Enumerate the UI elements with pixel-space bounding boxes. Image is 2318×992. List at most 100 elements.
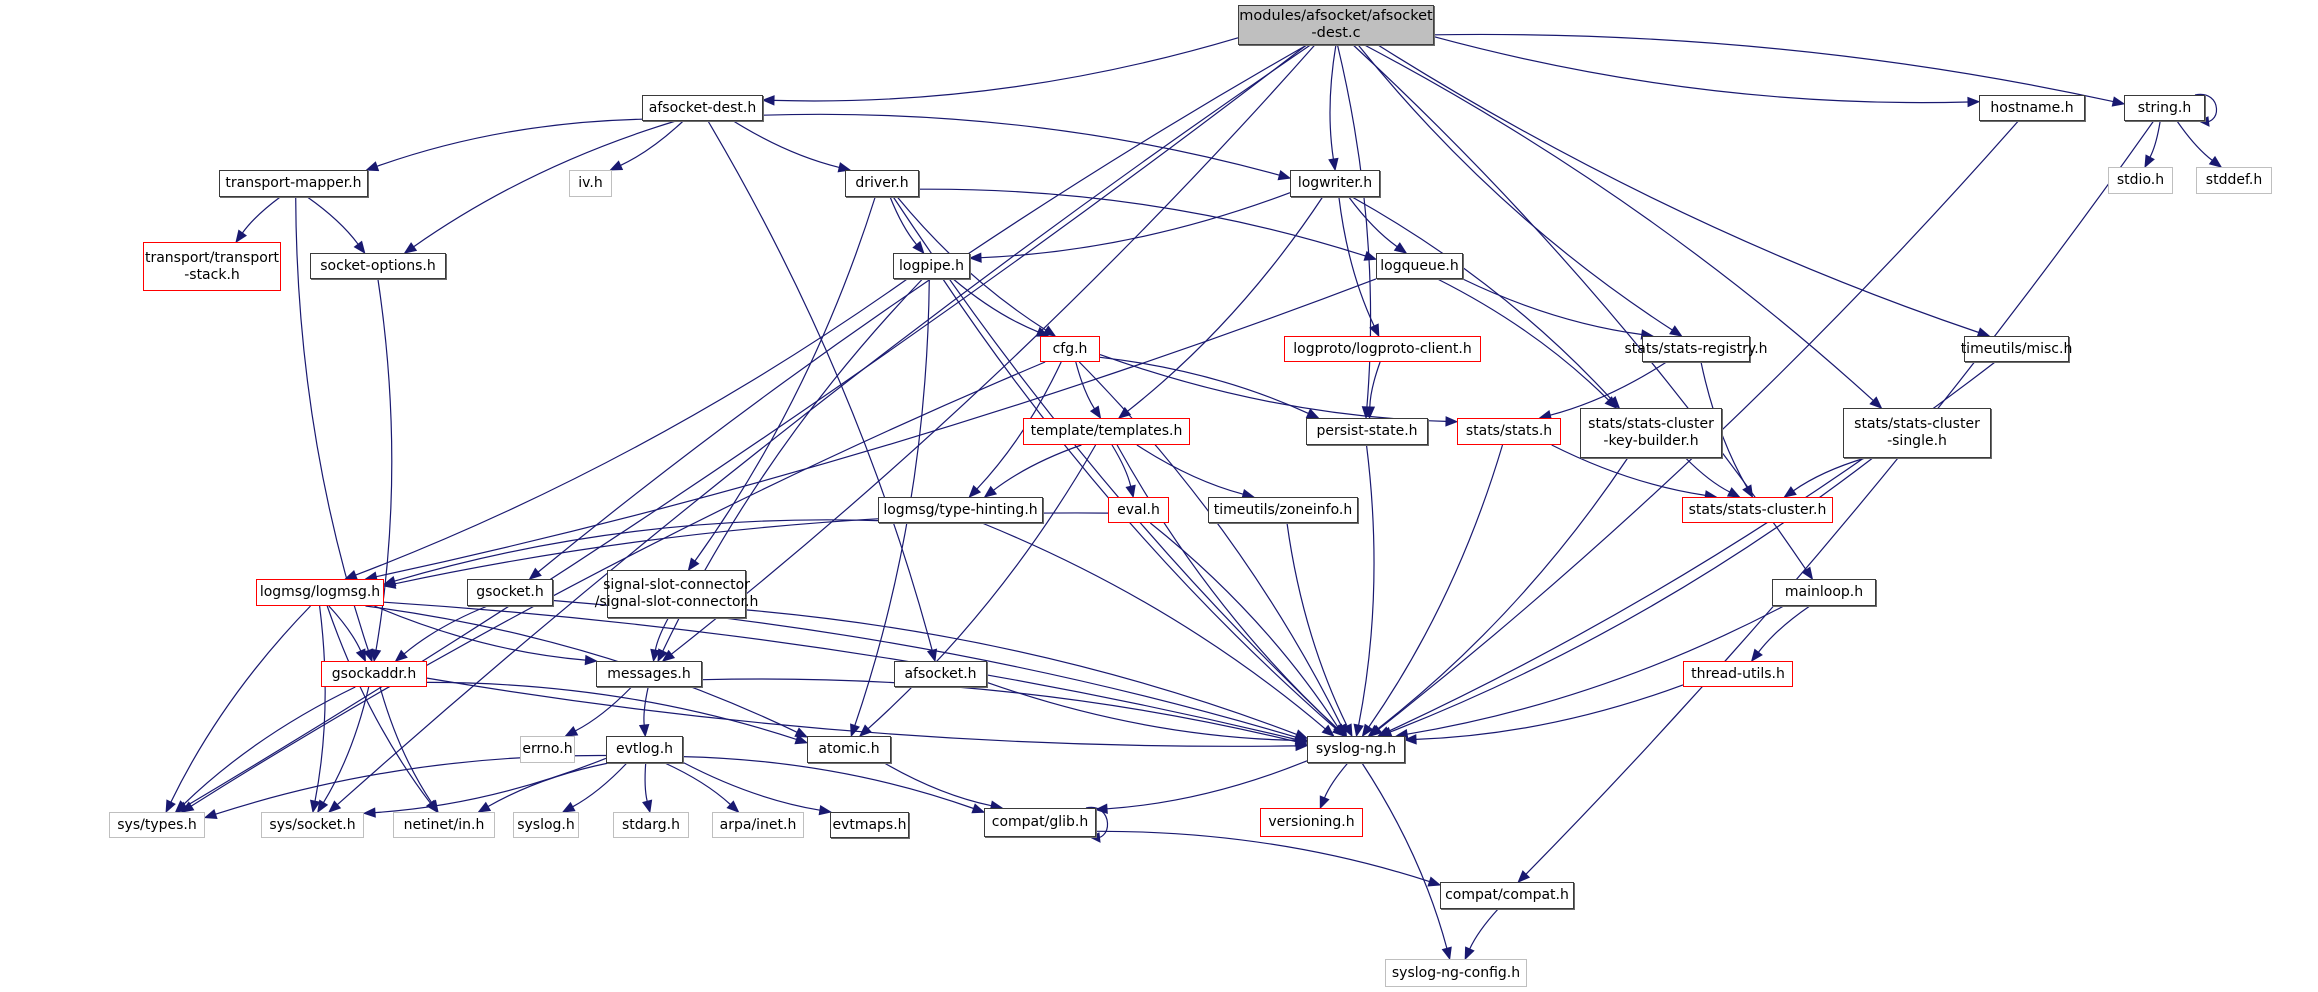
edge-root-to-logwriter_h [1328, 44, 1339, 172]
node-sys-socket-h: sys/socket.h [261, 812, 364, 838]
node-hostname-h[interactable]: hostname.h [1979, 95, 2085, 121]
node-stats-h[interactable]: stats/stats.h [1457, 418, 1561, 445]
edge-gsockaddr_h-to-netinet_in_h [379, 686, 439, 814]
node-logwriter-h[interactable]: logwriter.h [1290, 170, 1380, 197]
edge-evtlog_h-to-arpa_inet_h [664, 762, 740, 813]
node-evtlog-h[interactable]: evtlog.h [606, 736, 683, 763]
node-atomic-h[interactable]: atomic.h [807, 736, 891, 763]
node-stats-cluster-key-builder-h[interactable]: stats/stats-cluster -key-builder.h [1580, 408, 1722, 458]
node-iv-h: iv.h [569, 170, 612, 197]
edge-messages_h-to-syslog_ng_h [701, 678, 1309, 747]
node-logmsg-h[interactable]: logmsg/logmsg.h [256, 579, 384, 606]
node-afsocket-dest-h[interactable]: afsocket-dest.h [642, 95, 763, 121]
edge-logpipe_h-to-logmsg_h [344, 278, 908, 580]
edge-logmsg_h-to-sys_socket_h [309, 605, 326, 814]
node-arpa-inet-h: arpa/inet.h [712, 812, 804, 838]
edge-string_h-to-stddef_h [2176, 120, 2223, 168]
node-gsockaddr-h[interactable]: gsockaddr.h [321, 661, 427, 687]
node-thread-utils-h[interactable]: thread-utils.h [1683, 661, 1793, 687]
edge-afsocket_dest_h-to-iv_h [609, 120, 684, 171]
edge-gsockaddr_h-to-sys_socket_h [317, 686, 370, 814]
node-syslog-ng-h[interactable]: syslog-ng.h [1307, 736, 1405, 763]
edge-afsocket_h-to-syslog_ng_h [986, 681, 1309, 746]
edge-root-to-stats_cluster_single_h [1364, 44, 1883, 409]
edge-root-to-hostname_h [1433, 36, 1981, 108]
edge-logwriter_h-to-templates_h [1117, 196, 1324, 419]
node-socket-options-h[interactable]: socket-options.h [310, 253, 446, 279]
node-messages-h[interactable]: messages.h [596, 661, 702, 687]
node-logqueue-h[interactable]: logqueue.h [1376, 253, 1463, 279]
edge-logmsg_h-to-gsockaddr_h [328, 605, 366, 663]
edge-string_h-to-compat_compat_h [1517, 120, 2155, 883]
node-stddef-h: stddef.h [2196, 167, 2272, 194]
edge-templates_h-to-type_hinting_h [983, 444, 1082, 498]
edge-driver_h-to-logpipe_h [889, 196, 925, 255]
node-compat-compat-h[interactable]: compat/compat.h [1440, 882, 1574, 909]
node-stats-cluster-h[interactable]: stats/stats-cluster.h [1682, 497, 1833, 523]
edge-evtlog_h-to-stdarg_h [642, 762, 653, 814]
edge-gsocket_h-to-gsockaddr_h [394, 605, 488, 662]
node-logproto-client-h[interactable]: logproto/logproto-client.h [1284, 336, 1481, 362]
edge-root-to-messages_h [661, 44, 1316, 662]
node-mainloop-h[interactable]: mainloop.h [1772, 579, 1876, 606]
edge-evtlog_h-to-sys_socket_h [362, 757, 607, 818]
edge-signal_slot_connector_h-to-syslog_ng_h [745, 609, 1309, 740]
edge-afsocket_dest_h-to-logwriter_h [762, 113, 1292, 181]
node-string-h[interactable]: string.h [2124, 95, 2205, 121]
edge-messages_h-to-errno_h [564, 686, 632, 737]
node-netinet-in-h: netinet/in.h [393, 812, 495, 838]
node-transport-stack-h[interactable]: transport/transport -stack.h [143, 242, 281, 291]
edge-root-to-afsocket_dest_h [761, 37, 1239, 106]
edge-evtlog_h-to-compat_glib_h [682, 756, 986, 814]
edge-afsocket_dest_h-to-transport_mapper_h [365, 118, 643, 172]
node-sys-types-h: sys/types.h [109, 812, 205, 838]
node-evtmaps-h[interactable]: evtmaps.h [830, 812, 909, 838]
edge-logmsg_h-to-atomic_h [365, 605, 809, 738]
edge-logmsg_h-to-sys_types_h [165, 605, 311, 814]
edge-logqueue_h-to-logmsg_h [364, 278, 1377, 582]
node-stats-registry-h[interactable]: stats/stats-registry.h [1624, 336, 1768, 362]
edge-stats_cluster_single_h-to-stats_cluster_h [1783, 457, 1866, 498]
edge-compat_glib_h-to-compat_compat_h [1095, 830, 1442, 887]
edge-stats_cluster_key_builder_h-to-stats_cluster_h [1685, 457, 1741, 498]
node-compat-glib-h[interactable]: compat/glib.h [984, 808, 1096, 837]
edge-mainloop_h-to-thread_utils_h [1750, 605, 1811, 663]
edge-syslog_ng_h-to-compat_glib_h [1094, 760, 1308, 815]
node-persist-state-h[interactable]: persist-state.h [1306, 418, 1428, 445]
edge-messages_h-to-evtlog_h [638, 686, 650, 738]
node-zoneinfo-h[interactable]: timeutils/zoneinfo.h [1208, 497, 1358, 523]
node-eval-h[interactable]: eval.h [1108, 497, 1169, 523]
edge-gsockaddr_h-to-sys_types_h [174, 686, 356, 813]
node-root: modules/afsocket/afsocket -dest.c [1238, 5, 1434, 45]
edge-logwriter_h-to-stats_cluster_key_builder_h [1351, 196, 1621, 409]
edge-templates_h-to-eval_h [1111, 444, 1136, 499]
node-stats-cluster-single-h[interactable]: stats/stats-cluster -single.h [1843, 408, 1991, 458]
node-afsocket-h[interactable]: afsocket.h [894, 661, 987, 687]
node-versioning-h[interactable]: versioning.h [1260, 808, 1363, 837]
edge-cfg_h-to-type_hinting_h [968, 361, 1062, 498]
edge-gsockaddr_h-to-atomic_h [426, 681, 809, 745]
edge-compat_compat_h-to-syslog_ng_config_h [1464, 908, 1499, 961]
node-stdio-h: stdio.h [2108, 167, 2173, 194]
edge-afsocket_dest_h-to-socket_options_h [403, 120, 676, 254]
node-cfg-h[interactable]: cfg.h [1040, 336, 1100, 362]
edge-root-to-string_h [1433, 33, 2126, 107]
node-transport-mapper-h[interactable]: transport-mapper.h [219, 170, 368, 197]
edge-afsocket_dest_h-to-driver_h [733, 120, 852, 173]
node-signal-slot-connector-h[interactable]: signal-slot-connector /signal-slot-conne… [595, 570, 758, 618]
node-gsocket-h[interactable]: gsocket.h [467, 579, 553, 606]
edge-driver_h-to-signal_slot_connector_h [687, 196, 876, 572]
edge-type_hinting_h-to-syslog_ng_h [981, 522, 1335, 737]
node-driver-h[interactable]: driver.h [845, 170, 919, 197]
edge-string_h-to-stdio_h [2144, 120, 2161, 169]
node-logpipe-h[interactable]: logpipe.h [893, 253, 970, 279]
node-type-hinting-h[interactable]: logmsg/type-hinting.h [878, 497, 1043, 523]
node-templates-h[interactable]: template/templates.h [1023, 418, 1190, 445]
edge-logqueue_h-to-stats_cluster_key_builder_h [1437, 278, 1618, 409]
node-timeutils-misc-h[interactable]: timeutils/misc.h [1961, 336, 2072, 362]
edge-evtlog_h-to-sys_types_h [203, 754, 607, 820]
edge-logproto_client_h-to-persist_state_h [1364, 361, 1381, 420]
edge-stats_cluster_key_builder_h-to-syslog_ng_h [1367, 457, 1629, 737]
edge-evtlog_h-to-evtmaps_h [682, 761, 833, 816]
